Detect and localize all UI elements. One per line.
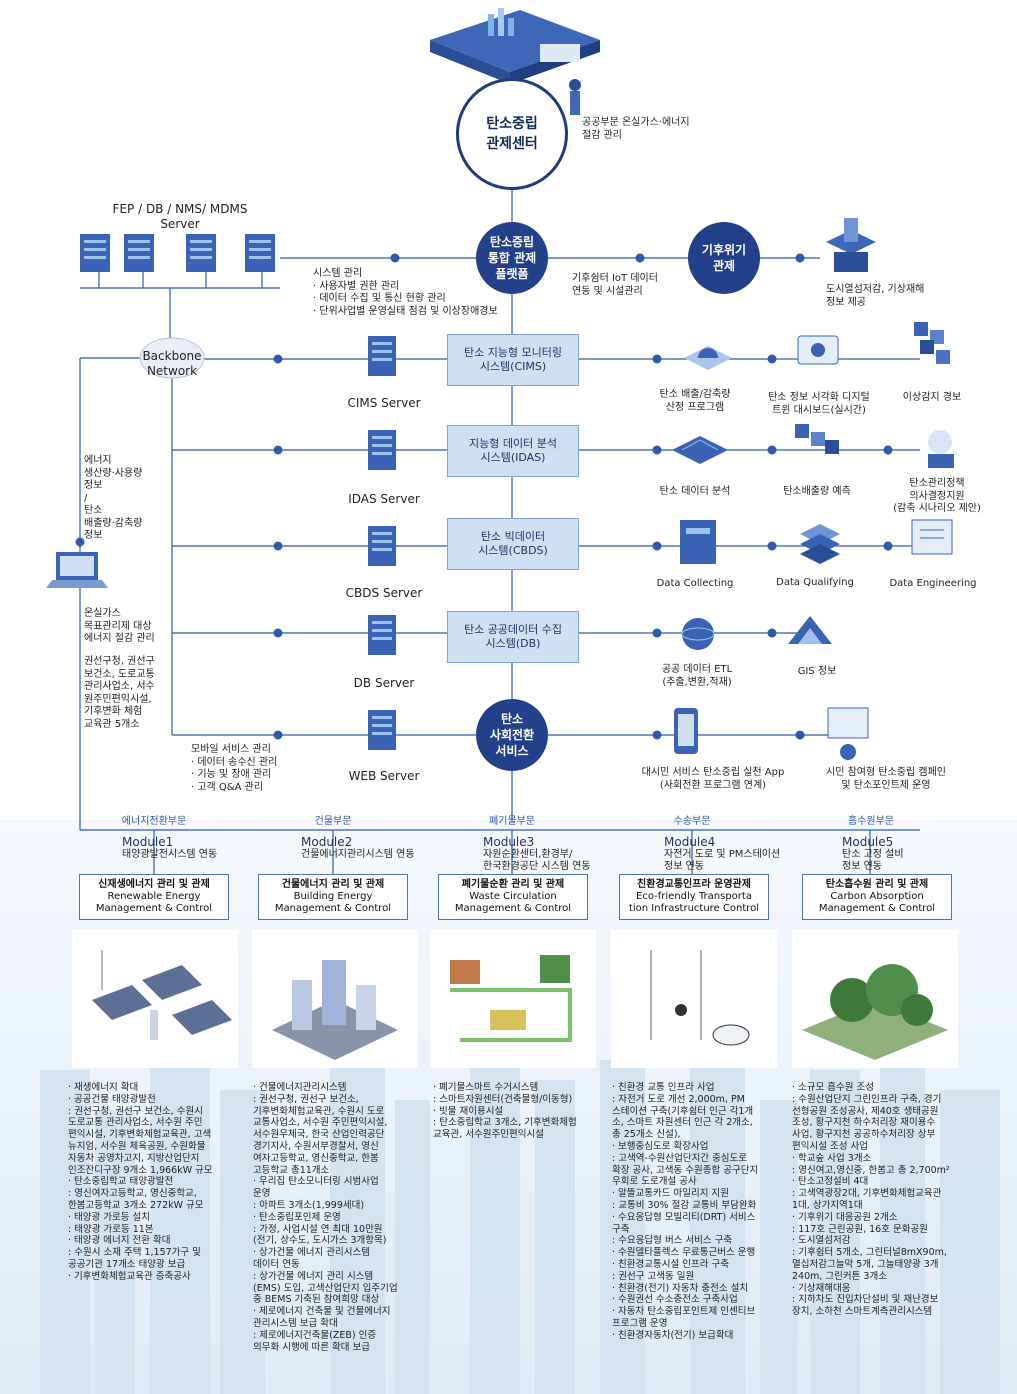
- module2-desc: 건물에너지관리시스템 연동: [301, 849, 415, 860]
- system-box-cbds[interactable]: 탄소 빅데이터 시스템(CBDS): [447, 518, 579, 570]
- module1-box-en: Renewable Energy Management & Control: [95, 891, 213, 914]
- module3-details: · 폐기물스마트 수거시스템 : 스마트자원센터(건축물형/이동형) · 빗물 …: [433, 1082, 577, 1141]
- module2-sector: 건물부문: [314, 816, 352, 827]
- module4-details: · 친환경 교통 인프라 사업 : 자전거 도로 개선 2,000m, PM 스…: [612, 1082, 759, 1341]
- iot-shelter-note: 기후쉼터 IoT 데이터 연동 및 시설관리: [572, 273, 658, 297]
- climate-note: 도시열섬저감, 기상재해 정보 제공: [826, 284, 925, 308]
- energy-info-note: 에너지 생산량·사용량 정보 / 탄소 배출량·감축량 정보: [84, 455, 143, 541]
- solar-panel-illustration: [72, 930, 238, 1068]
- carbon-neutral-control-center[interactable]: 탄소중립 관제센터: [456, 78, 568, 190]
- module3-desc: 자원순환센터,환경부/ 한국환경공단 시스템 연동: [483, 849, 591, 872]
- module4-box-kr: 친환경교통인프라 운영관제: [637, 879, 751, 890]
- module4-desc: 자전거 도로 및 PM스테이션 정보 연동: [664, 849, 781, 872]
- module2-title: Module2: [301, 835, 353, 849]
- carbon-absorption-illustration: [792, 930, 958, 1068]
- module5-sector: 흡수원부문: [848, 816, 894, 827]
- organizations-note: 권선구청, 권선구 보건소, 도로교통 관리사업소, 서수 원주민편익시설, 기…: [84, 656, 155, 730]
- cbds-item-engineering: Data Engineering: [889, 578, 977, 589]
- module1-box-kr: 신재생에너지 관리 및 관제: [98, 879, 210, 890]
- module1-sector: 에너지전환부문: [121, 816, 187, 827]
- module2-box-kr: 건물에너지 관리 및 관제: [281, 879, 385, 890]
- cims-item-anomaly-alert: 이상감지 경보: [902, 392, 962, 403]
- idas-item-data-analysis: 탄소 데이터 분석: [659, 486, 731, 497]
- module2-box[interactable]: 건물에너지 관리 및 관제 Building Energy Management…: [258, 874, 408, 920]
- module1-desc: 태양광발전시스템 연동: [122, 849, 218, 860]
- waste-circulation-illustration: [430, 930, 596, 1068]
- module4-box[interactable]: 친환경교통인프라 운영관제 Eco-friendly Transporta ti…: [619, 874, 769, 920]
- buildings-illustration: [252, 930, 418, 1068]
- transport-illustration: [611, 930, 777, 1068]
- system-box-db[interactable]: 탄소 공공데이터 수집 시스템(DB): [447, 611, 579, 663]
- module5-box-en: Carbon Absorption Management & Control: [818, 891, 936, 914]
- module5-details: · 소규모 흡수원 조성 : 수원산업단지 그린인프라 구축, 경기 선형공원 …: [792, 1082, 950, 1318]
- center-note: 공공부문 온실가스·에너지 절감 관리: [582, 117, 690, 141]
- social-item-campaign: 시민 참여형 탄소중립 캠페인 및 탄소포인트제 운영: [826, 767, 946, 791]
- db-item-gis: GIS 정보: [797, 666, 837, 677]
- module5-box[interactable]: 탄소흡수원 관리 및 관제 Carbon Absorption Manageme…: [802, 874, 952, 920]
- top-servers-label: FEP / DB / NMS/ MDMS Server: [112, 202, 248, 231]
- module3-box[interactable]: 폐기물순환 관리 및 관제 Waste Circulation Manageme…: [438, 874, 588, 920]
- module5-box-kr: 탄소흡수원 관리 및 관제: [825, 879, 929, 890]
- module3-sector: 폐기물부문: [489, 816, 535, 827]
- module3-box-en: Waste Circulation Management & Control: [454, 891, 572, 914]
- module1-details: · 재생에너지 확대 · 공공건물 태양광발전 : 권선구청, 권선구 보건소,…: [68, 1082, 213, 1282]
- module3-box-kr: 폐기물순환 관리 및 관제: [461, 879, 565, 890]
- system-box-cims[interactable]: 탄소 지능형 모니터링 시스템(CIMS): [447, 334, 579, 386]
- module4-title: Module4: [664, 835, 716, 849]
- system-management-note: 시스템 관리 · 사용자별 권한 관리 · 데이터 수집 및 통신 현황 관리 …: [313, 268, 498, 317]
- ghg-management-note: 온실가스 목표관리제 대상 에너지 절감 관리: [84, 608, 155, 644]
- cims-item-emission-calc: 탄소 배출/감축량 산정 프로그램: [659, 389, 731, 413]
- module4-sector: 수송부문: [673, 816, 711, 827]
- module1-title: Module1: [122, 835, 174, 849]
- db-server-label: DB Server: [353, 676, 415, 690]
- mobile-service-note: 모바일 서비스 관리 · 데이터 송수신 관리 · 기능 및 장애 관리 · 고…: [191, 744, 278, 793]
- idas-server-label: IDAS Server: [348, 492, 420, 506]
- social-transition-service[interactable]: 탄소 사회전환 서비스: [476, 699, 548, 771]
- module2-details: · 건물에너지관리시스템 : 권선구청, 권선구 보건소, 기후변화체험교육관,…: [253, 1082, 398, 1353]
- integrated-control-platform[interactable]: 탄소중립 통합 관제 플랫폼: [476, 222, 548, 294]
- system-box-idas[interactable]: 지능형 데이터 분석 시스템(IDAS): [447, 425, 579, 477]
- module5-desc: 탄소 고정 설비 정보 연동: [842, 849, 904, 872]
- module2-box-en: Building Energy Management & Control: [274, 891, 392, 914]
- cims-item-digital-twin: 탄소 정보 시각화 디지털 트윈 대시보드(실시간): [768, 392, 870, 416]
- module1-box[interactable]: 신재생에너지 관리 및 관제 Renewable Energy Manageme…: [79, 874, 229, 920]
- cbds-server-label: CBDS Server: [345, 586, 423, 600]
- climate-crisis-control[interactable]: 기후위기 관제: [688, 222, 760, 294]
- idas-item-policy-support: 탄소관리정책 의사결정지원 (감축 시나리오 제안): [893, 478, 981, 514]
- module5-title: Module5: [842, 835, 894, 849]
- backbone-network-label: Backbone Network: [142, 349, 202, 378]
- idas-item-emission-forecast: 탄소배출량 예측: [783, 486, 851, 497]
- cims-server-label: CIMS Server: [347, 396, 421, 410]
- module4-box-en: Eco-friendly Transporta tion Infrastruct…: [628, 891, 760, 914]
- center-illustration: [430, 8, 600, 115]
- web-server-label: WEB Server: [348, 769, 420, 783]
- cbds-item-collecting: Data Collecting: [656, 578, 734, 589]
- cbds-item-qualifying: Data Qualifying: [776, 577, 854, 588]
- module3-title: Module3: [483, 835, 535, 849]
- db-item-etl: 공공 데이터 ETL (추출,변환,적재): [661, 664, 733, 688]
- social-item-app: 대시민 서비스 탄소중립 실천 App (사회전환 프로그램 연계): [641, 767, 785, 791]
